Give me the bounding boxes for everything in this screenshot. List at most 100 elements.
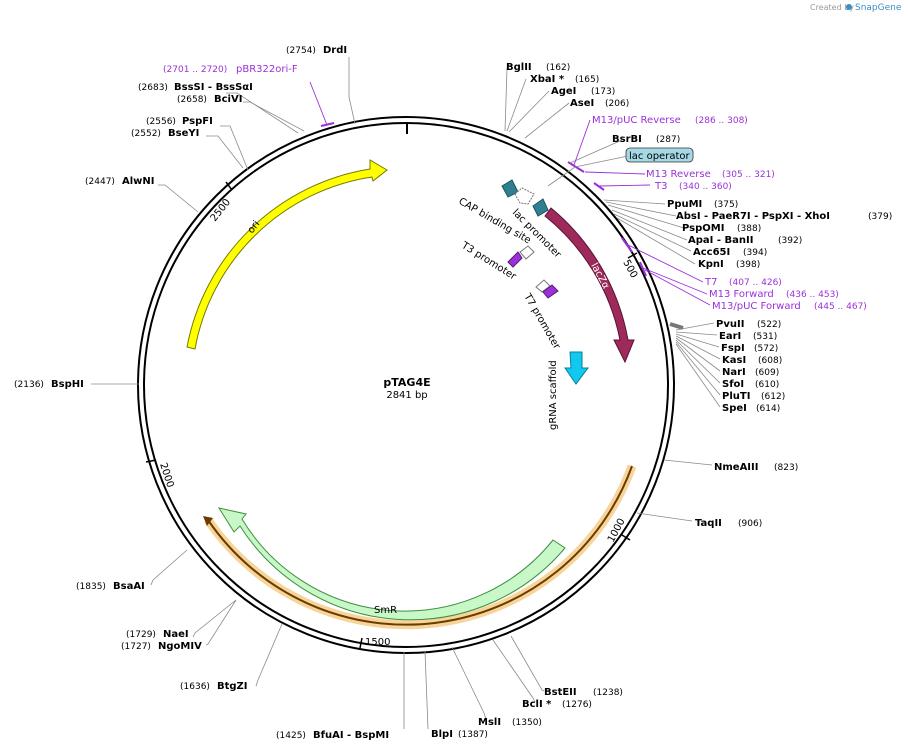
- svg-text:(173): (173): [591, 87, 615, 97]
- primer-m13-puc-reverse-top[interactable]: M13/pUC Reverse: [592, 115, 681, 126]
- backbone-outer: [137, 116, 675, 654]
- svg-text:(165): (165): [575, 75, 599, 85]
- site-bsssi[interactable]: BssSI - BssSαI: [174, 82, 253, 93]
- t3-promoter-feature[interactable]: [507, 251, 523, 268]
- lac-promoter-feature[interactable]: [514, 187, 535, 205]
- mcs-cluster-mark: [669, 322, 684, 330]
- svg-text:(2556): (2556): [146, 117, 176, 127]
- site-bsaai[interactable]: BsaAI: [113, 581, 145, 592]
- svg-text:(340 .. 360): (340 .. 360): [679, 182, 732, 192]
- svg-text:(375): (375): [714, 200, 738, 210]
- svg-text:(608): (608): [758, 356, 782, 366]
- site-ppumi[interactable]: PpuMI: [667, 199, 702, 210]
- grna-scaffold-feature[interactable]: [564, 351, 589, 385]
- snapgene-brand: SnapGene: [855, 3, 902, 13]
- site-bsphi[interactable]: BspHI: [51, 379, 84, 390]
- scale-tick-500: 500: [620, 252, 639, 280]
- svg-text:(1727): (1727): [121, 642, 151, 652]
- lac-operator-tag-label: lac operator: [629, 151, 690, 162]
- grna-scaffold-label: gRNA scaffold: [548, 360, 559, 430]
- primer-t3[interactable]: T3: [654, 181, 667, 192]
- t7-primer-mark: [621, 237, 633, 253]
- site-bcivi[interactable]: BciVI: [214, 94, 242, 105]
- site-taqii[interactable]: TaqII: [695, 518, 722, 529]
- site-asei[interactable]: AseI: [570, 98, 594, 109]
- lac-operator-feature[interactable]: [532, 198, 549, 217]
- site-msli[interactable]: MslI: [478, 717, 501, 728]
- svg-text:(2683): (2683): [138, 83, 168, 93]
- lac-operator-tag[interactable]: [625, 147, 694, 163]
- svg-text:(407 .. 426): (407 .. 426): [729, 278, 782, 288]
- enzyme-labels: (2754)DrdI (2683)BssSI - BssSαI (2658)Bc…: [14, 45, 892, 741]
- smr-region-arrowhead: [203, 516, 213, 526]
- site-pvuii[interactable]: PvuII: [716, 319, 744, 330]
- primer-m13-reverse[interactable]: M13 Reverse: [646, 169, 711, 180]
- site-apai[interactable]: ApaI - BanII: [688, 235, 753, 246]
- primer-leader-lines: [309, 81, 711, 306]
- ori-feature[interactable]: [186, 159, 388, 350]
- svg-text:(1835): (1835): [76, 582, 106, 592]
- svg-text:(1238): (1238): [593, 688, 623, 698]
- svg-text:(531): (531): [753, 332, 777, 342]
- site-naei[interactable]: NaeI: [163, 629, 189, 640]
- svg-text:(392): (392): [778, 236, 802, 246]
- svg-text:(572): (572): [754, 344, 778, 354]
- t7-promoter-label: T7 promoter: [521, 291, 562, 352]
- site-eari[interactable]: EarI: [719, 331, 741, 342]
- svg-text:(609): (609): [755, 368, 779, 378]
- site-kpni[interactable]: KpnI: [698, 259, 724, 270]
- site-fspi[interactable]: FspI: [721, 343, 745, 354]
- site-btgzi[interactable]: BtgZI: [217, 681, 248, 692]
- t3-promoter-arrow: [519, 245, 535, 260]
- site-agei[interactable]: AgeI: [551, 86, 576, 97]
- site-sfoi[interactable]: SfoI: [722, 379, 744, 390]
- primer-m13-puc-forward[interactable]: M13/pUC Forward: [712, 301, 801, 312]
- svg-text:(610): (610): [755, 380, 779, 390]
- scale-tick-2500: 2500: [209, 181, 233, 224]
- svg-text:(286 .. 308): (286 .. 308): [695, 116, 748, 126]
- site-alwni[interactable]: AlwNI: [122, 176, 155, 187]
- site-bseyi[interactable]: BseYI: [168, 128, 199, 139]
- lacza-label: lacZα: [588, 261, 611, 291]
- site-nari[interactable]: NarI: [722, 367, 746, 378]
- smr-feature[interactable]: [217, 507, 566, 621]
- t7-promoter-feature[interactable]: [542, 284, 559, 299]
- svg-text:(612): (612): [761, 392, 785, 402]
- site-ngomiv[interactable]: NgoMIV: [158, 641, 202, 652]
- plasmid-name: pTAG4E: [383, 376, 430, 389]
- primer-pbr322ori-f[interactable]: pBR322ori-F: [236, 64, 298, 75]
- svg-text:(162): (162): [546, 63, 570, 73]
- site-drdi[interactable]: DrdI: [323, 45, 347, 56]
- site-pspfi[interactable]: PspFI: [182, 116, 213, 127]
- primer-m13-forward[interactable]: M13 Forward: [709, 289, 774, 300]
- enzyme-leader-lines: [91, 57, 721, 730]
- svg-text:(2136): (2136): [14, 380, 44, 390]
- site-pluti[interactable]: PluTI: [722, 391, 750, 402]
- site-blpi[interactable]: BlpI: [431, 729, 453, 740]
- site-nmeaiii[interactable]: NmeAIII: [714, 462, 758, 473]
- site-xbai[interactable]: XbaI *: [530, 74, 565, 85]
- primer-t7[interactable]: T7: [704, 277, 717, 288]
- svg-text:(206): (206): [605, 99, 629, 109]
- m13-forward-mark: [639, 261, 647, 277]
- site-absi[interactable]: AbsI - PaeR7I - PspXI - XhoI: [676, 211, 830, 222]
- site-bfuai[interactable]: BfuAI - BspMI: [313, 730, 389, 741]
- site-bcli[interactable]: BclI *: [522, 699, 552, 710]
- svg-text:(394): (394): [743, 248, 767, 258]
- site-spei[interactable]: SpeI: [722, 403, 747, 414]
- site-pspomi[interactable]: PspOMI: [682, 223, 724, 234]
- svg-text:(2447): (2447): [85, 177, 115, 187]
- smr-region-highlight: [204, 464, 637, 630]
- svg-text:(1276): (1276): [562, 700, 592, 710]
- plasmid-length: 2841 bp: [386, 390, 427, 401]
- snapgene-logo-icon: [846, 4, 852, 10]
- svg-text:(379): (379): [868, 212, 892, 222]
- lacza-feature[interactable]: [544, 207, 635, 364]
- site-bsteii[interactable]: BstEII: [544, 687, 577, 698]
- site-acc65i[interactable]: Acc65I: [693, 247, 730, 258]
- scale-tick-1500: 1500: [359, 637, 390, 649]
- site-bglii[interactable]: BglII: [506, 62, 532, 73]
- site-bsrbi[interactable]: BsrBI: [612, 134, 642, 145]
- site-kasi[interactable]: KasI: [722, 355, 746, 366]
